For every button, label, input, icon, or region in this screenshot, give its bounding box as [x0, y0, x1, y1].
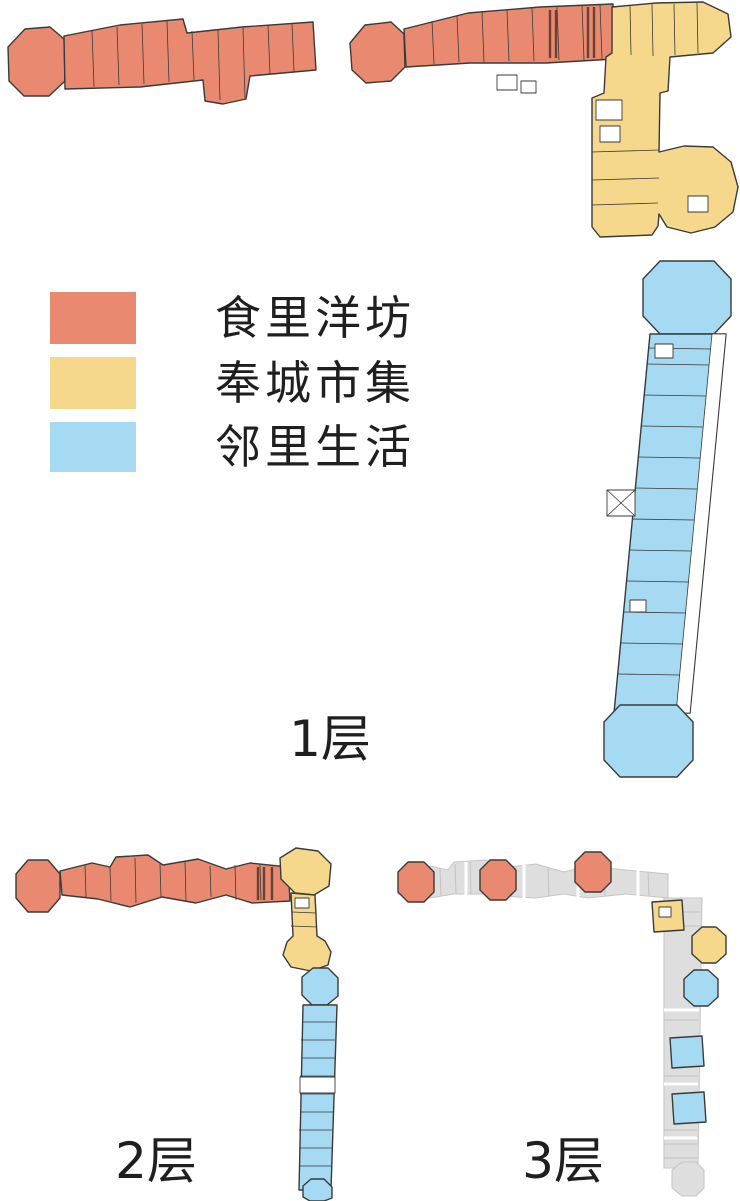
floor2-food-street-wing	[15, 854, 291, 913]
neighborhood-core-box-2	[629, 599, 647, 613]
floor3-strip-gaps	[664, 1008, 699, 1140]
neighborhood-stair-cross	[606, 489, 636, 517]
floor1-market-block	[591, 1, 739, 238]
market-block-outline	[591, 1, 739, 238]
middle-pavilion-octagon	[349, 21, 406, 84]
floor2-market-octagon	[279, 847, 332, 896]
floor3-market-core	[658, 906, 672, 918]
floor2-stair-cores	[256, 867, 274, 900]
floor2-neigh-stair-gap	[299, 1076, 336, 1094]
floor2-plan: 2层	[15, 847, 339, 1201]
floor2-neigh-dividers	[299, 1021, 336, 1167]
west-wing-band	[63, 18, 317, 105]
floor1-food-street-middle-wing	[349, 3, 616, 94]
floor3-neigh-octagon	[683, 969, 719, 1007]
floor2-market-core	[294, 897, 310, 909]
legend-label-market: 奉城市集	[215, 356, 415, 410]
floor2-market-dividers	[290, 911, 318, 928]
market-pod-core	[687, 195, 709, 213]
floor3-neighborhood-pavilions	[669, 969, 719, 1125]
legend-label-neighborhood: 邻里生活	[215, 420, 415, 474]
legend: 食里洋坊 奉城市集 邻里生活	[50, 291, 415, 474]
floor2-west-octagon	[15, 859, 61, 913]
west-pavilion-octagon	[7, 26, 66, 97]
middle-wing-unit-dividers	[431, 4, 603, 65]
floor2-neigh-bottom-octagon	[302, 1178, 333, 1201]
floor3-circulation-band	[397, 859, 669, 899]
floor2-band	[59, 854, 291, 908]
market-unit-dividers	[591, 2, 699, 206]
neighborhood-bottom-octagon	[603, 704, 694, 778]
middle-wing-stair-cores	[548, 7, 596, 58]
floor2-neighborhood-strip	[298, 967, 339, 1201]
legend-swatch-neighborhood	[50, 422, 136, 472]
floor3-neigh-square-2	[671, 1091, 707, 1125]
legend-swatch-food-street	[50, 292, 136, 344]
middle-wing-stair-box-2	[520, 80, 537, 94]
floor3-plan: 3层	[397, 851, 727, 1197]
floor3-band-gaps	[464, 862, 640, 898]
floor2-neigh-strip	[298, 1004, 338, 1191]
legend-swatch-market	[50, 357, 136, 409]
market-stair-box-2	[599, 125, 621, 143]
floor1-plan: 1层	[7, 1, 739, 778]
floor2-neigh-top-octagon	[301, 967, 339, 1006]
floor2-unit-dividers	[84, 857, 262, 904]
neighborhood-core-box-1	[654, 343, 674, 359]
floor1-food-street-west-wing	[7, 18, 317, 105]
floor2-label: 2层	[115, 1132, 197, 1190]
floor3-market-pavilions	[651, 899, 727, 964]
middle-wing-stair-box-1	[496, 74, 518, 91]
floor2-market-block	[279, 847, 332, 972]
floor1-neighborhood-strip	[603, 260, 732, 778]
west-wing-unit-dividers	[91, 20, 295, 101]
floor3-food-street-pavilions	[397, 851, 612, 903]
floor3-salmon-octagon-2	[479, 859, 517, 901]
floor3-salmon-octagon-3	[574, 851, 612, 893]
floor3-label: 3层	[522, 1132, 604, 1190]
floor3-bottom-gray-octagon	[671, 1161, 705, 1197]
market-stair-box-1	[595, 99, 623, 121]
neighborhood-unit-dividers	[617, 347, 712, 676]
floor3-market-octagon	[691, 926, 727, 964]
neighborhood-top-octagon	[642, 260, 732, 335]
floor1-label: 1层	[289, 710, 371, 768]
floor3-neigh-square-1	[669, 1035, 705, 1069]
legend-label-food-street: 食里洋坊	[215, 291, 415, 345]
floor3-salmon-octagon-1	[397, 861, 435, 903]
